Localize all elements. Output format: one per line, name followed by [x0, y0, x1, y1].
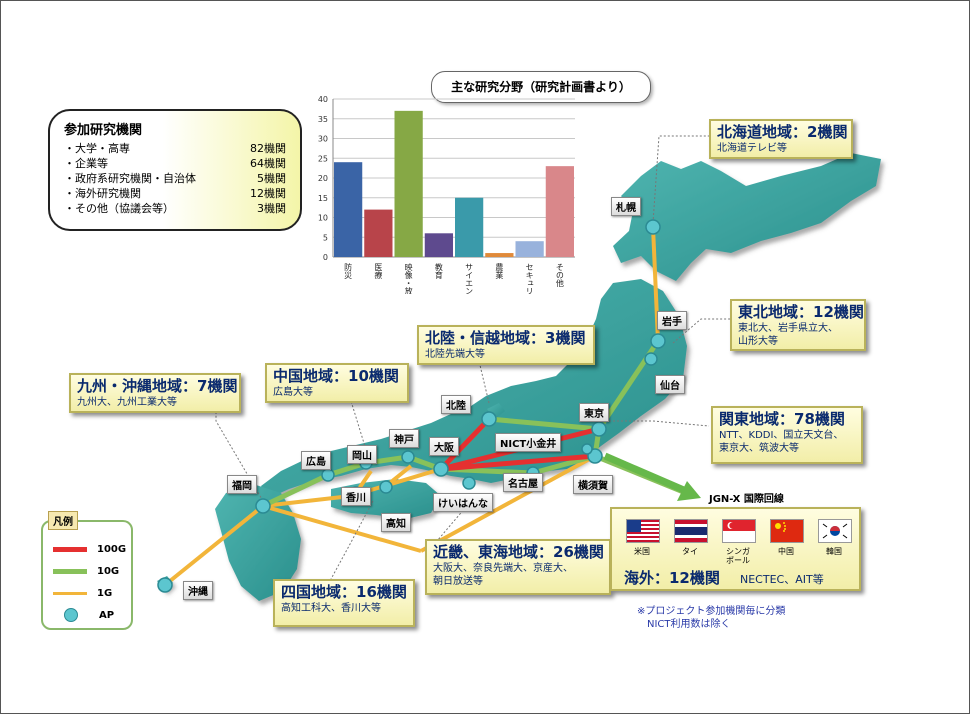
x-tick-label: 農業 — [495, 262, 504, 280]
city-label-okayama: 岡山 — [347, 445, 377, 464]
chart-bar — [394, 110, 423, 257]
thailand-flag-icon — [674, 519, 708, 543]
ap-dot-icon — [64, 608, 78, 622]
legend-box: 100G 10G 1G AP — [41, 520, 133, 630]
flag-label-china: 中国 — [778, 547, 794, 556]
region-hokuriku: 北陸・信越地域：3機関 北陸先端大等 — [417, 325, 595, 365]
jgn-x-international-label: JGN-X 国際回線 — [709, 494, 784, 505]
x-tick-label: 教育 — [434, 262, 443, 280]
korea-flag-icon — [818, 519, 852, 543]
research-fields-bar-chart: 0 5 10 15 20 25 30 35 40 防災 医療 映像・放送 教育 サイエンス 農業 セキュリティ… — [318, 95, 575, 294]
singapore-flag-icon — [722, 519, 756, 543]
y-tick-label: 35 — [318, 115, 328, 124]
legend-title: 凡例 — [48, 511, 78, 530]
flag-label-singapore: シンガ ポール — [726, 547, 750, 565]
legend-item-1g: 1G — [53, 588, 112, 599]
region-tohoku: 東北地域：12機関 東北大、岩手県立大、 山形大等 — [730, 299, 866, 351]
city-label-nagoya: 名古屋 — [503, 473, 543, 492]
legend-item-10g: 10G — [53, 566, 119, 577]
region-overseas: 米国 タイ シンガ ポール 中国 韓国 海外：12機関 NECTEC、AIT等 — [610, 507, 861, 591]
region-kanto: 関東地域：78機関 NTT、KDDI、国立天文台、 東京大、筑波大等 — [711, 406, 863, 464]
chart-bar — [485, 253, 514, 257]
overseas-sub: NECTEC、AIT等 — [740, 573, 824, 586]
institution-row: ・その他（協議会等）3機関 — [64, 202, 286, 215]
y-tick-label: 30 — [318, 135, 328, 144]
region-chugoku: 中国地域：10機関 広島大等 — [265, 363, 409, 403]
y-tick-label: 40 — [318, 95, 328, 104]
x-tick-label: 映像・放送 — [404, 262, 413, 294]
region-hokkaido: 北海道地域：2機関 北海道テレビ等 — [709, 119, 853, 159]
city-label-sendai: 仙台 — [655, 375, 685, 394]
chart-bar — [364, 209, 393, 257]
city-label-kobe: 神戸 — [389, 429, 419, 448]
institutions-title: 参加研究機関 — [64, 123, 143, 138]
legend-item-100g: 100G — [53, 544, 126, 555]
city-label-kochi: 高知 — [381, 513, 411, 532]
city-label-hiroshima: 広島 — [301, 451, 331, 470]
city-label-okinawa: 沖縄 — [183, 581, 213, 600]
jgn-x-arrow — [603, 452, 701, 501]
footnote: ※プロジェクト参加機関毎に分類 NICT利用数は除く — [637, 606, 786, 630]
overseas-title: 海外：12機関 — [624, 569, 720, 587]
flag-label-us: 米国 — [634, 547, 650, 556]
city-label-keihanna: けいはんな — [433, 493, 493, 512]
city-label-yokosuka: 横須賀 — [573, 475, 613, 494]
city-label-hokuriku: 北陸 — [441, 395, 471, 414]
land-mass — [157, 153, 881, 601]
x-tick-label: 医療 — [374, 263, 383, 279]
flag-label-thailand: タイ — [682, 547, 698, 556]
y-tick-label: 5 — [323, 233, 328, 242]
city-label-kagawa: 香川 — [341, 487, 371, 506]
china-flag-icon — [770, 519, 804, 543]
x-tick-label: セキュリティ — [525, 263, 534, 294]
y-tick-label: 15 — [318, 194, 328, 203]
city-label-fukuoka: 福岡 — [227, 475, 257, 494]
y-tick-label: 25 — [318, 154, 328, 163]
chart-bar — [424, 233, 453, 257]
city-label-iwate: 岩手 — [657, 311, 687, 330]
city-label-osaka: 大阪 — [429, 437, 459, 456]
chart-bar — [515, 241, 544, 257]
city-label-tokyo: 東京 — [579, 403, 609, 422]
city-label-nict-koganei: NICT小金井 — [495, 433, 562, 452]
chart-bar — [455, 197, 484, 257]
x-tick-label: 防災 — [344, 262, 353, 279]
x-tick-label: サイエンス — [465, 263, 474, 294]
flag-label-korea: 韓国 — [826, 547, 842, 556]
region-kyushu: 九州・沖縄地域：7機関 九州大、九州工業大等 — [69, 373, 241, 413]
chart-bar — [545, 166, 574, 257]
city-label-sapporo: 札幌 — [611, 197, 641, 216]
region-kinki-tokai: 近畿、東海地域：26機関 大阪大、奈良先端大、京産大、 朝日放送等 — [425, 539, 611, 595]
x-tick-label: その他 — [555, 263, 564, 288]
y-tick-label: 10 — [318, 214, 328, 223]
chart-bar — [334, 162, 363, 257]
y-tick-label: 20 — [318, 174, 328, 183]
y-tick-label: 0 — [323, 253, 328, 262]
chart-title: 主な研究分野（研究計画書より） — [431, 71, 651, 103]
legend-item-ap: AP — [53, 608, 114, 622]
region-shikoku: 四国地域：16機関 高知工科大、香川大等 — [273, 579, 415, 627]
us-flag-icon — [626, 519, 660, 543]
